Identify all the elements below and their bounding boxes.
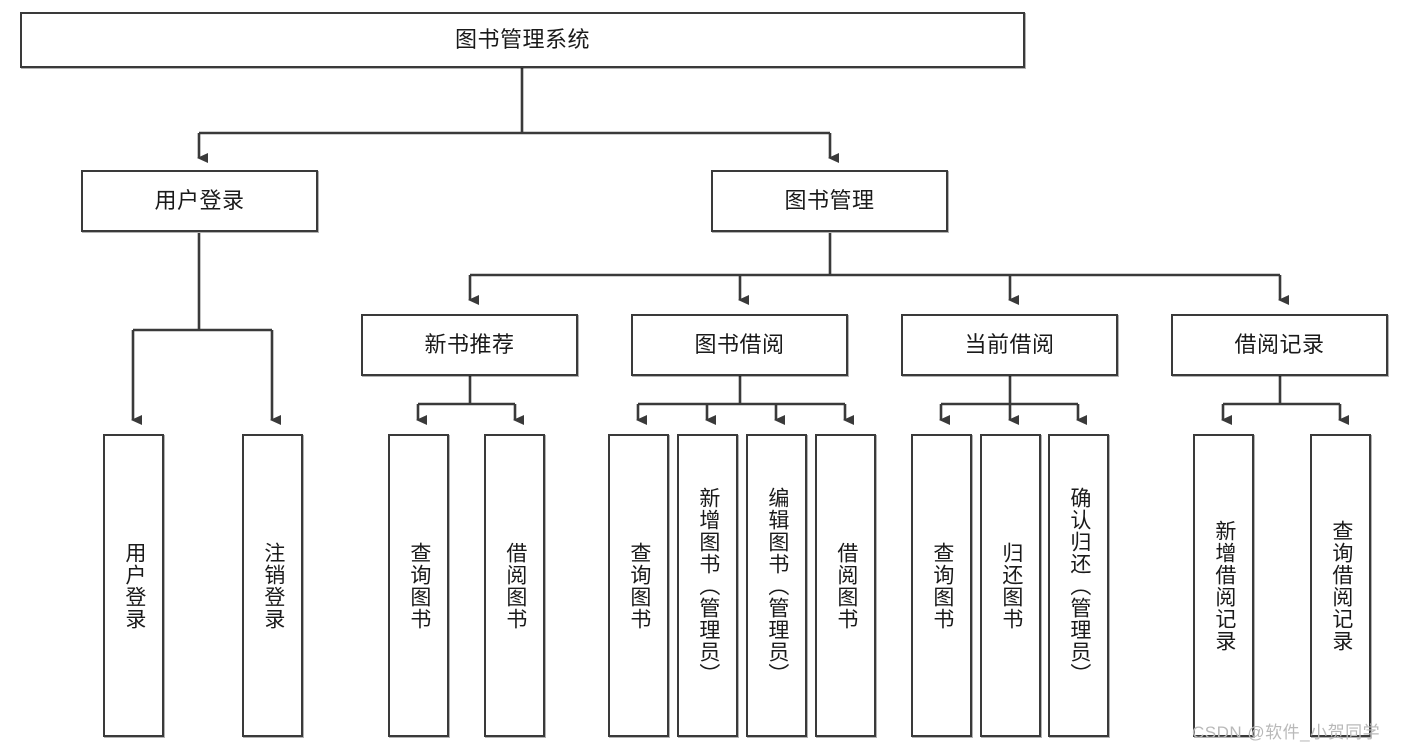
node-book-borrow-label: 图书借阅 (694, 332, 785, 358)
node-user-login[interactable]: 用户登录 (81, 170, 318, 232)
node-borrow-record[interactable]: 借阅记录 (1171, 314, 1388, 376)
node-new-book-recommend-label: 新书推荐 (424, 332, 515, 358)
leaf-user-login-signout[interactable]: 注销登录 (242, 434, 303, 737)
node-borrow-record-label: 借阅记录 (1234, 332, 1325, 358)
leaf-record-query-label: 查询借阅记录 (1329, 519, 1353, 652)
node-root-label: 图书管理系统 (454, 27, 590, 53)
leaf-borrow-query-book-label: 查询图书 (627, 541, 651, 630)
leaf-borrow-borrow-book[interactable]: 借阅图书 (815, 434, 876, 737)
leaf-current-confirm-return[interactable]: 确认归还（管理员） (1048, 434, 1109, 737)
node-book-management[interactable]: 图书管理 (711, 170, 948, 232)
leaf-borrow-add-book-label: 新增图书（管理员） (696, 486, 720, 685)
leaf-current-query-book[interactable]: 查询图书 (911, 434, 972, 737)
leaf-current-return-book[interactable]: 归还图书 (980, 434, 1041, 737)
leaf-current-return-book-label: 归还图书 (999, 541, 1023, 630)
node-book-management-label: 图书管理 (784, 188, 875, 214)
leaf-new-book-query[interactable]: 查询图书 (388, 434, 449, 737)
leaf-record-query[interactable]: 查询借阅记录 (1310, 434, 1371, 737)
leaf-record-add-label: 新增借阅记录 (1212, 519, 1236, 652)
node-current-borrow-label: 当前借阅 (964, 332, 1055, 358)
leaf-user-login-signin-label: 用户登录 (122, 541, 146, 630)
node-book-borrow[interactable]: 图书借阅 (631, 314, 848, 376)
node-user-login-label: 用户登录 (154, 188, 245, 214)
leaf-new-book-query-label: 查询图书 (407, 541, 431, 630)
leaf-user-login-signin[interactable]: 用户登录 (103, 434, 164, 737)
leaf-borrow-add-book[interactable]: 新增图书（管理员） (677, 434, 738, 737)
csdn-watermark: CSDN @软件_小贺同学 (1192, 723, 1381, 742)
leaf-current-confirm-return-label: 确认归还（管理员） (1067, 486, 1091, 685)
leaf-borrow-edit-book[interactable]: 编辑图书（管理员） (746, 434, 807, 737)
leaf-borrow-edit-book-label: 编辑图书（管理员） (765, 486, 789, 685)
leaf-new-book-borrow-label: 借阅图书 (503, 541, 527, 630)
node-new-book-recommend[interactable]: 新书推荐 (361, 314, 578, 376)
node-root[interactable]: 图书管理系统 (20, 12, 1025, 68)
leaf-current-query-book-label: 查询图书 (930, 541, 954, 630)
leaf-user-login-signout-label: 注销登录 (261, 541, 285, 630)
leaf-record-add[interactable]: 新增借阅记录 (1193, 434, 1254, 737)
node-current-borrow[interactable]: 当前借阅 (901, 314, 1118, 376)
leaf-new-book-borrow[interactable]: 借阅图书 (484, 434, 545, 737)
leaf-borrow-borrow-book-label: 借阅图书 (834, 541, 858, 630)
leaf-borrow-query-book[interactable]: 查询图书 (608, 434, 669, 737)
